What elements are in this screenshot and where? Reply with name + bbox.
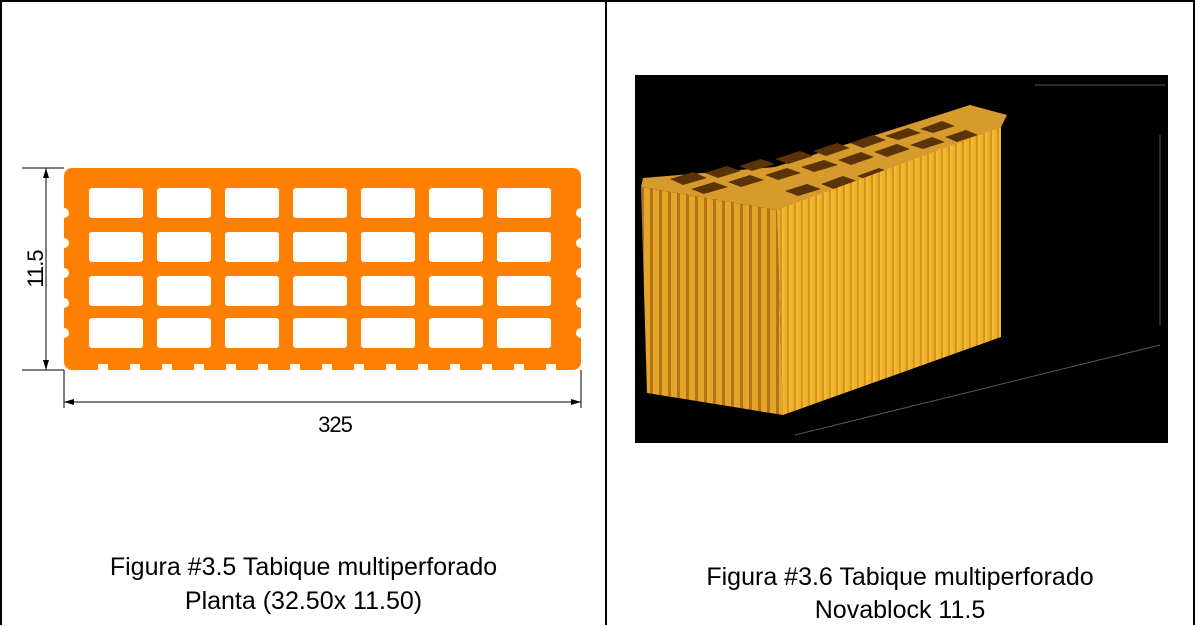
brick-perforations (89, 188, 551, 348)
brick-3d-image (635, 75, 1168, 443)
dimension-height-label: 11.5 (23, 250, 48, 288)
brick-front-face (777, 127, 1001, 415)
table-border-right (1193, 0, 1195, 625)
table-border-top (0, 0, 1195, 2)
table-divider (605, 0, 607, 625)
table-border-left (0, 0, 2, 625)
dimension-width-label: 325 (318, 412, 353, 437)
brick-end-face (641, 187, 783, 415)
caption-left-line2: Planta (32.50x 11.50) (184, 587, 423, 615)
caption-left-line1: Figura #3.5 Tabique multiperforado (109, 553, 498, 581)
brick-plan-drawing (22, 167, 586, 408)
caption-right-line1: Figura #3.6 Tabique multiperforado (706, 563, 1094, 591)
caption-right-line2: Novablock 11.5 (814, 596, 986, 624)
